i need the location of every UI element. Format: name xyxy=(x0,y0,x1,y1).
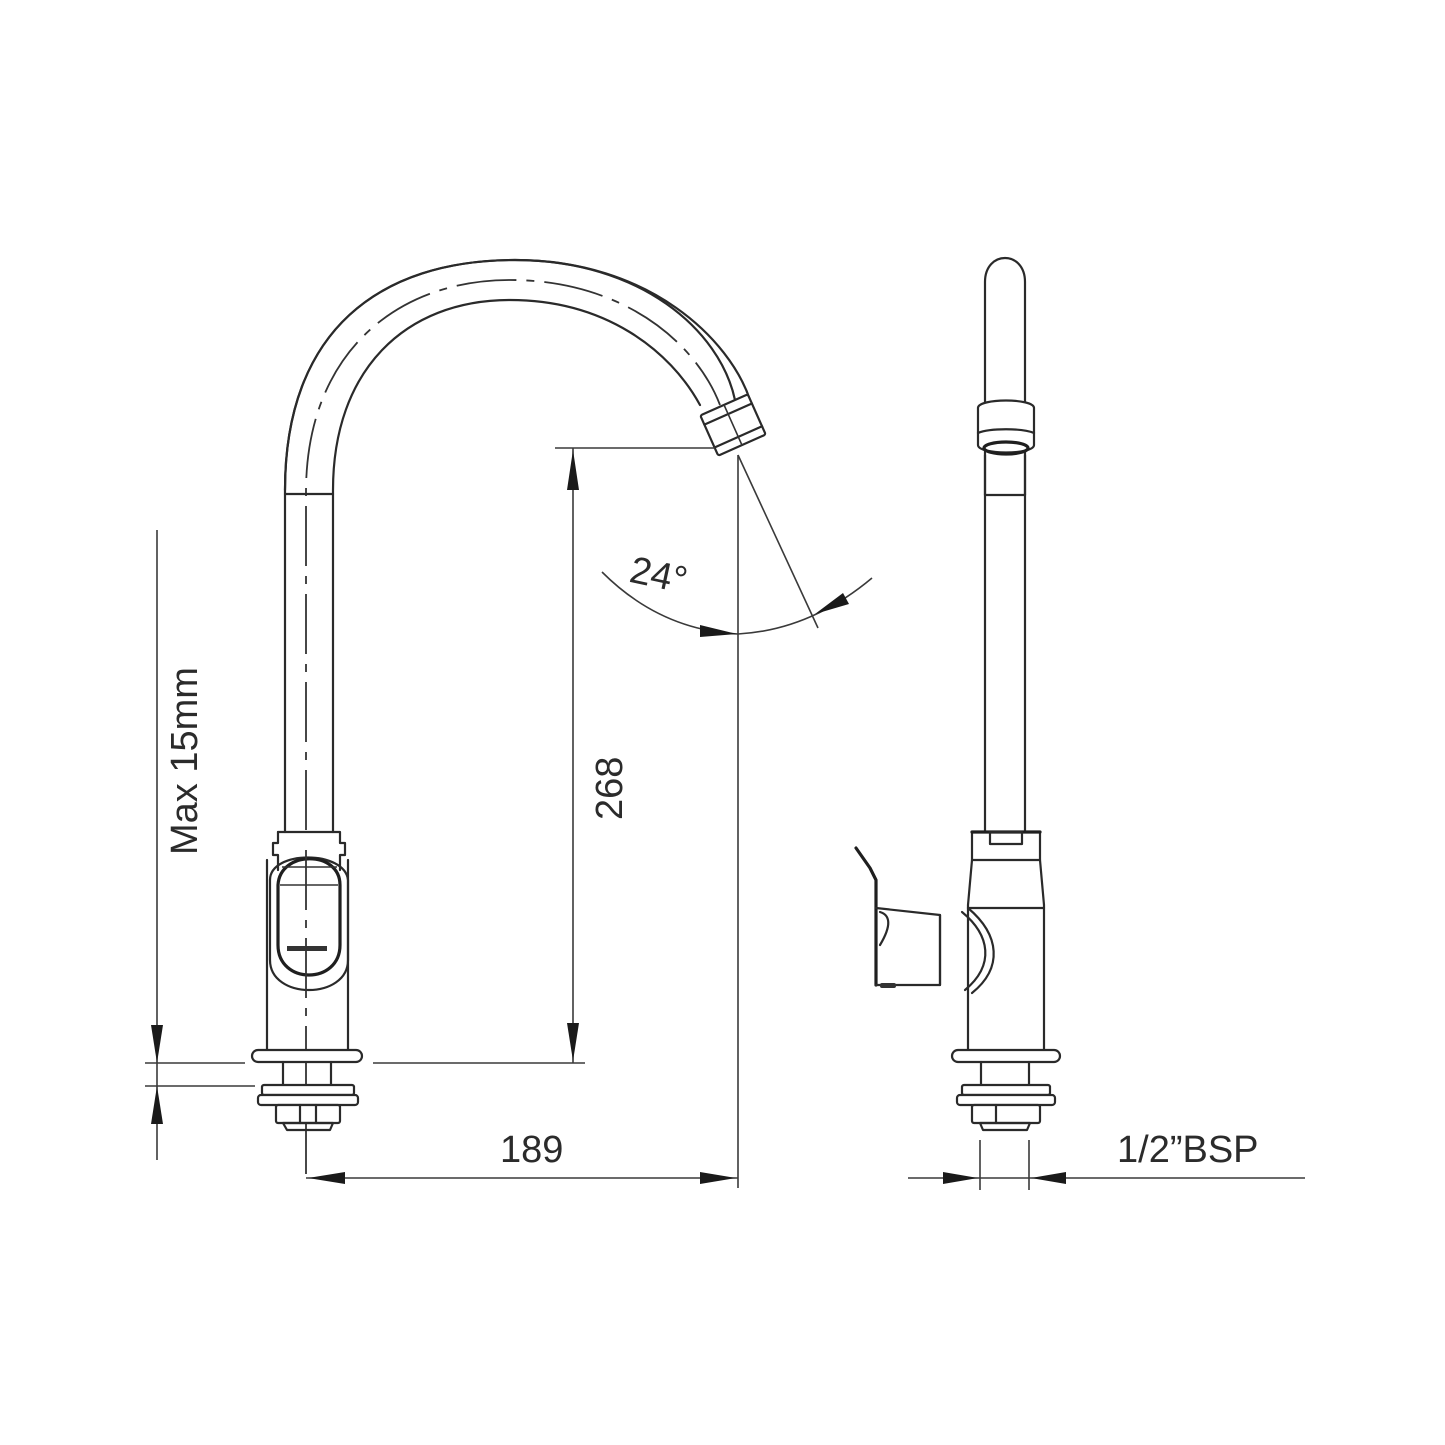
dimension-max-thickness: Max 15mm xyxy=(145,530,255,1160)
spout-arch xyxy=(283,258,752,834)
connection-label: 1/2”BSP xyxy=(1117,1129,1259,1171)
faucet-body xyxy=(265,830,350,1180)
side-view xyxy=(854,257,1062,1132)
dimension-swivel-angle: 24° xyxy=(601,454,873,637)
side-aerator xyxy=(976,399,1036,497)
brand-mark xyxy=(287,946,327,951)
side-handle xyxy=(854,846,995,995)
dimension-spout-reach: 189 xyxy=(306,455,739,1188)
dimension-connection: 1/2”BSP xyxy=(908,1129,1305,1190)
side-base xyxy=(950,1048,1062,1132)
front-view xyxy=(250,258,767,1180)
swivel-angle-label: 24° xyxy=(626,549,691,602)
spout-height-label: 268 xyxy=(589,757,631,820)
base-flange xyxy=(250,1048,364,1132)
aerator-nozzle xyxy=(699,393,767,457)
dimension-spout-height: 268 xyxy=(373,447,715,1064)
max-thickness-label: Max 15mm xyxy=(164,667,206,855)
spout-reach-label: 189 xyxy=(500,1129,563,1171)
